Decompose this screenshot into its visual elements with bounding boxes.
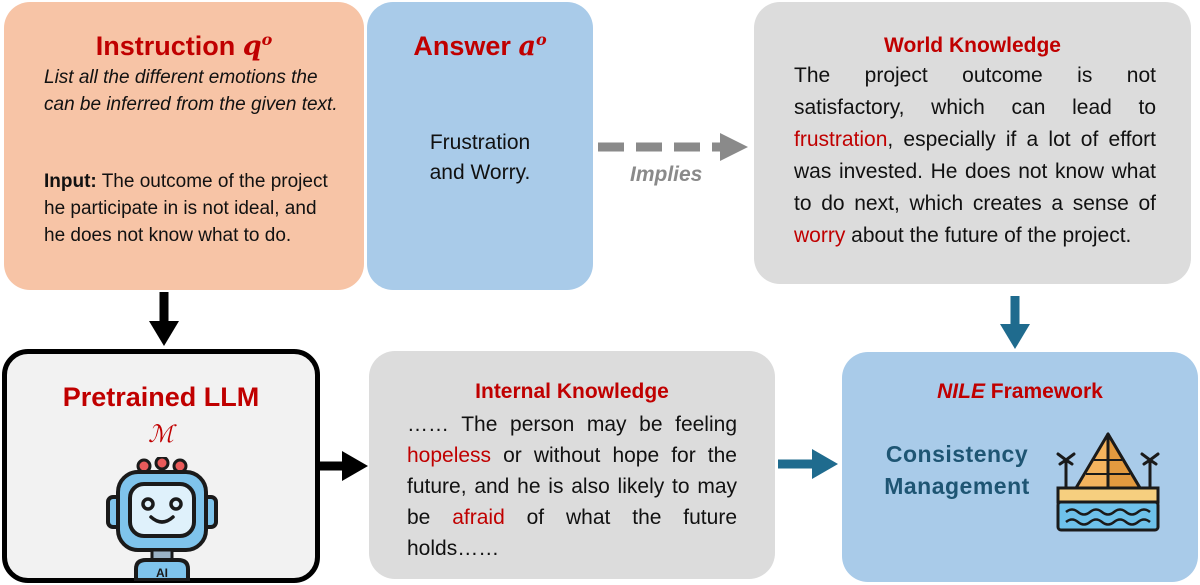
answer-var: a <box>518 31 536 62</box>
instruction-title: Instruction qo <box>4 30 364 62</box>
robot-icon: AI <box>106 457 218 581</box>
implies-arrow <box>598 133 748 161</box>
instruction-title-text: Instruction <box>95 31 236 61</box>
world-knowledge-box: World Knowledge The project outcome is n… <box>754 2 1191 284</box>
nile-title: NILE Framework <box>842 380 1198 404</box>
instruction-input: Input: The outcome of the project he par… <box>44 168 334 249</box>
internal-text-part-2: or without hope for the future, and he i… <box>407 444 737 529</box>
input-label: Input: <box>44 171 97 192</box>
answer-text: Frustration and Worry. <box>367 128 593 188</box>
world-to-nile-arrow <box>1000 296 1030 349</box>
instruction-prompt: List all the different emotions the can … <box>44 67 338 115</box>
pretrained-llm-box: Pretrained LLM ℳ AI <box>2 349 320 583</box>
nile-subtitle-line-2: Management <box>884 473 1030 499</box>
answer-title: Answer ao <box>367 30 593 62</box>
nile-subtitle-line-1: Consistency <box>885 441 1029 467</box>
internal-to-nile-arrow <box>778 449 838 479</box>
world-text-part-3: about the future of the project. <box>845 224 1132 247</box>
internal-knowledge-title: Internal Knowledge <box>475 380 669 403</box>
robot-badge: AI <box>156 566 168 580</box>
instruction-to-llm-arrow <box>149 292 179 346</box>
world-knowledge-text: The project outcome is not satisfactory,… <box>794 60 1156 252</box>
nile-subtitle: Consistency Management <box>862 438 1052 502</box>
internal-text-part-1: …… The person may be feeling <box>407 413 737 436</box>
nile-title-name: NILE <box>937 380 985 403</box>
highlight-frustration: frustration <box>794 128 888 151</box>
instruction-var: q <box>242 31 262 62</box>
highlight-hopeless: hopeless <box>407 444 492 467</box>
llm-title: Pretrained LLM <box>62 382 260 412</box>
world-knowledge-title: World Knowledge <box>884 34 1061 57</box>
internal-text-part-3: of what the future holds…… <box>407 506 737 560</box>
internal-knowledge-box: Internal Knowledge …… The person may be … <box>369 351 775 579</box>
llm-to-internal-arrow <box>320 451 368 481</box>
implies-label: Implies <box>630 163 703 186</box>
nile-title-rest: Framework <box>984 380 1103 403</box>
internal-knowledge-text: …… The person may be feeling hopeless or… <box>407 409 737 564</box>
answer-title-text: Answer <box>413 31 511 61</box>
answer-line-2: and Worry. <box>429 161 531 184</box>
highlight-afraid: afraid <box>452 506 505 529</box>
world-text-part-2: , especially if a lot of effort was inve… <box>794 128 1156 215</box>
pyramid-landscape-icon <box>1056 432 1160 532</box>
llm-symbol: ℳ <box>148 420 174 448</box>
instruction-sup: o <box>261 30 273 49</box>
input-text: The outcome of the project he participat… <box>44 171 328 246</box>
answer-line-1: Frustration <box>429 131 531 154</box>
world-text-part-1: The project outcome is not satisfactory,… <box>794 64 1156 119</box>
answer-sup: o <box>535 30 547 49</box>
highlight-worry: worry <box>794 224 846 247</box>
nile-framework-box: NILE Framework Consistency Management <box>842 352 1198 582</box>
instruction-box: Instruction qo List all the different em… <box>4 2 364 290</box>
answer-box: Answer ao Frustration and Worry. <box>367 2 593 290</box>
